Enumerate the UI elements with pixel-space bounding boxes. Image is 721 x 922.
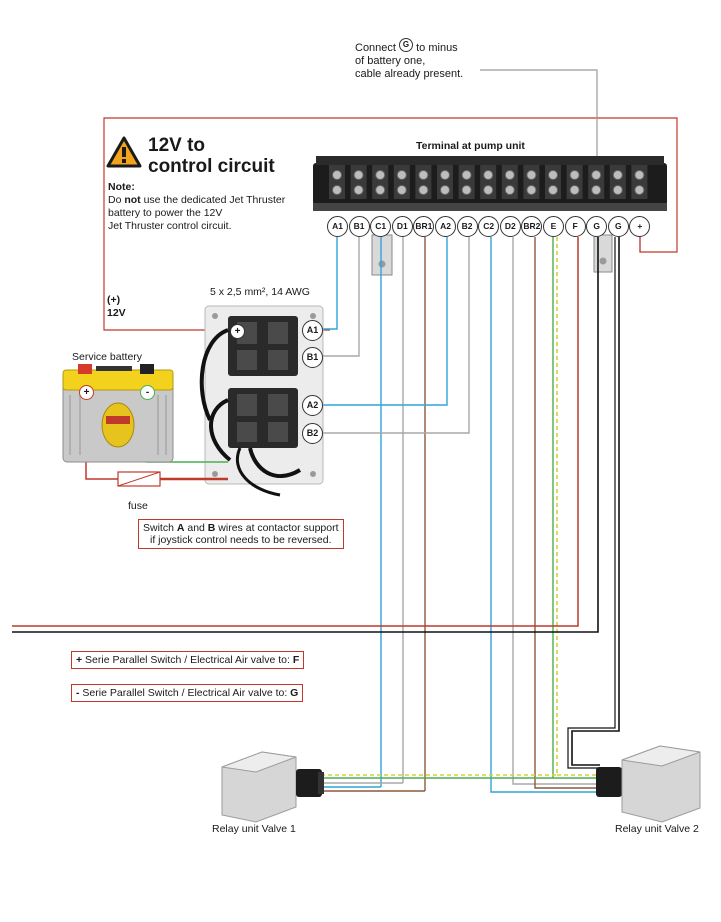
terminal-label: B1	[348, 216, 370, 237]
terminal-label: D2	[499, 216, 521, 237]
battery-minus-label: -	[140, 385, 155, 400]
terminal-label: BR2	[521, 216, 543, 237]
wire-a1	[323, 237, 338, 330]
terminal-bracket-left	[371, 234, 393, 276]
fuse-label: fuse	[128, 500, 148, 512]
contactor-label-b2: B2	[302, 423, 323, 444]
warning-icon	[106, 136, 142, 168]
terminal-screw-icon	[634, 170, 645, 180]
terminal-screw-icon	[591, 170, 602, 180]
wire-br2	[534, 237, 600, 789]
terminal-label: D1	[391, 216, 413, 237]
wire-e-green	[322, 237, 554, 779]
contactor-label-b1: B1	[302, 347, 323, 368]
contactor-plate	[199, 305, 324, 497]
terminal-screw-icon	[569, 170, 580, 180]
terminal-screw-icon	[504, 185, 515, 195]
terminal-bracket-right	[593, 234, 613, 273]
terminal-label: A2	[435, 216, 456, 237]
terminal-screw-icon	[612, 185, 623, 195]
wire-a2	[323, 237, 448, 406]
serie-minus-note: - Serie Parallel Switch / Electrical Air…	[71, 684, 304, 702]
terminal-screw-icon	[440, 170, 450, 180]
battery-label: Service battery	[72, 351, 143, 363]
wire-d2	[512, 237, 600, 785]
battery-plus-label: +	[79, 385, 94, 400]
terminal-screw-icon	[591, 185, 602, 195]
terminal-screw-icon	[375, 185, 386, 195]
terminal-block	[313, 156, 667, 211]
service-battery	[62, 364, 174, 463]
warning-title: 12V to control circuit	[148, 135, 275, 177]
wire-e-yellow	[322, 237, 558, 776]
terminal-screw-icon	[483, 185, 494, 195]
wire-b1	[323, 237, 360, 357]
terminal-screw-icon	[332, 170, 342, 180]
cable-spec: 5 x 2,5 mm², 14 AWG	[210, 286, 310, 298]
warning-note: Note: Do not use the dedicated Jet Thrus…	[108, 181, 286, 232]
terminal-screw-icon	[353, 170, 364, 180]
contactor-label-a2: A2	[302, 395, 323, 416]
terminal-screw-icon	[526, 170, 537, 180]
relay-unit-2	[596, 745, 701, 823]
terminal-screw-icon	[569, 185, 580, 195]
terminal-label: A1	[327, 216, 348, 237]
terminal-label: C1	[370, 216, 392, 237]
switch-note: Switch A and B wires at contactor suppor…	[138, 519, 344, 549]
plus-12v-label: (+) 12V	[107, 294, 126, 319]
terminal-screw-icon	[332, 185, 342, 195]
terminal-screw-icon	[418, 185, 429, 195]
wire-g2a	[571, 237, 620, 766]
wire-g1	[12, 237, 599, 633]
terminal-label: F	[564, 216, 586, 237]
g-terminal-icon: G	[399, 38, 414, 52]
wire-g2b	[567, 237, 616, 769]
contactor-label-plus: +	[230, 324, 245, 339]
wire-f	[12, 237, 579, 627]
terminal-screw-icon	[483, 170, 494, 180]
relay-unit-1	[221, 751, 324, 823]
serie-plus-note: + Serie Parallel Switch / Electrical Air…	[71, 651, 305, 669]
terminal-label: G	[607, 216, 629, 237]
wire-b2	[323, 237, 470, 434]
terminal-label: BR1	[413, 216, 435, 237]
terminal-label: C2	[478, 216, 500, 237]
terminal-label: +	[629, 216, 651, 237]
relay1-label: Relay unit Valve 1	[212, 823, 296, 835]
connect-note-leader	[480, 69, 598, 162]
terminal-screw-icon	[440, 185, 450, 195]
terminal-screw-icon	[396, 185, 407, 195]
contactor-label-a1: A1	[302, 320, 323, 341]
relay2-label: Relay unit Valve 2	[615, 823, 699, 835]
terminal-screw-icon	[504, 170, 515, 180]
terminal-screw-icon	[396, 170, 407, 180]
terminal-title: Terminal at pump unit	[416, 140, 525, 152]
terminal-screw-icon	[548, 185, 558, 195]
terminal-screw-icon	[612, 170, 623, 180]
terminal-screw-icon	[526, 185, 537, 195]
terminal-label: B2	[456, 216, 478, 237]
terminal-label: G	[586, 216, 608, 237]
terminal-label: E	[543, 216, 564, 237]
terminal-screw-icon	[548, 170, 558, 180]
terminal-screw-icon	[461, 170, 472, 180]
wire-c2	[490, 237, 600, 793]
terminal-screw-icon	[375, 170, 386, 180]
terminal-screw-icon	[418, 170, 429, 180]
terminal-screw-icon	[461, 185, 472, 195]
terminal-screw-icon	[634, 185, 645, 195]
terminal-screw-icon	[353, 185, 364, 195]
connect-note: Connect G to minus of battery one, cable…	[355, 38, 464, 80]
